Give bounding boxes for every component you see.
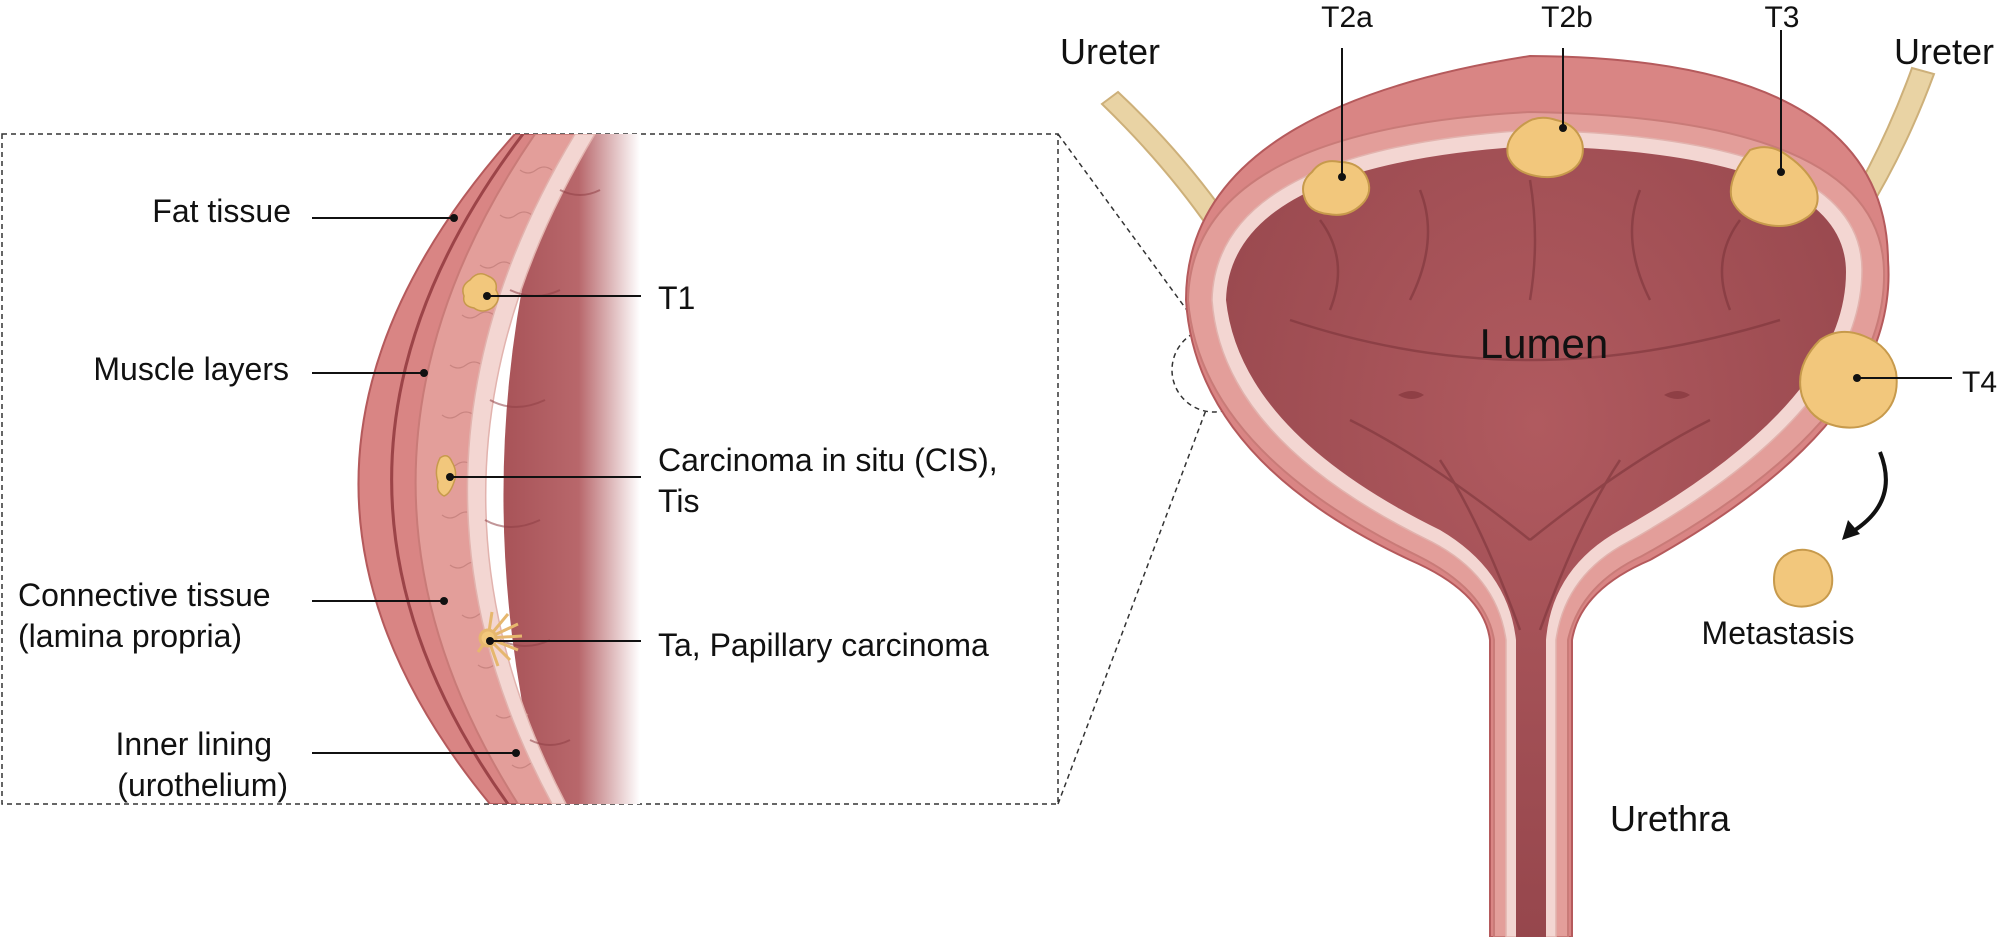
t2b-dot	[1559, 124, 1567, 132]
metastasis-arrowhead	[1842, 520, 1860, 540]
connective-tissue-dot	[440, 597, 448, 605]
t2b-tumor	[1506, 116, 1584, 179]
ureter-left-label: Ureter	[1060, 31, 1160, 72]
bladder: Ureter Ureter T2a T2b T3 T4 Lumen Metast…	[1060, 1, 1997, 937]
ureter-right-label: Ureter	[1894, 31, 1994, 72]
bladder-lumen	[1226, 146, 1846, 937]
t4-tumor	[1799, 330, 1898, 429]
metastasis-arrow	[1850, 451, 1888, 534]
inset-panel: Fat tissue Muscle layers Connective tiss…	[1, 133, 1059, 805]
inset-lumen	[503, 134, 640, 804]
urethra-label: Urethra	[1610, 798, 1731, 839]
t3-label: T3	[1764, 1, 1799, 34]
tis-label: Tis	[658, 483, 699, 519]
right-ureteric-orifice	[1664, 391, 1690, 399]
lumen-folds	[1289, 179, 1781, 631]
fat-tissue-dot	[450, 214, 458, 222]
inset-serosa-line	[390, 134, 525, 804]
ta-label: Ta, Papillary carcinoma	[658, 627, 989, 663]
lumen-label: Lumen	[1480, 320, 1608, 367]
metastasis-label: Metastasis	[1702, 615, 1855, 651]
lamina-propria-label: (lamina propria)	[18, 618, 242, 654]
urothelium-label: (urothelium)	[117, 767, 288, 803]
t2a-label: T2a	[1321, 1, 1373, 34]
inner-lining-label: Inner lining	[115, 726, 272, 762]
metastasis-tumor	[1772, 548, 1834, 608]
muscle-layers-dot	[420, 369, 428, 377]
t3-tumor	[1729, 146, 1819, 227]
muscle-layers-label: Muscle layers	[93, 351, 289, 387]
t1-dot	[483, 292, 491, 300]
cis-dot	[446, 473, 454, 481]
t3-dot	[1777, 168, 1785, 176]
zoom-line-top	[1057, 133, 1201, 329]
t1-tumor	[462, 273, 499, 312]
t2a-tumor	[1302, 160, 1371, 216]
connective-tissue-label: Connective tissue	[18, 577, 271, 613]
left-ureteric-orifice	[1398, 391, 1424, 399]
inner-lining-dot	[512, 749, 520, 757]
t4-label: T4	[1962, 366, 1997, 399]
ta-dot	[486, 637, 494, 645]
t2b-label: T2b	[1541, 1, 1593, 34]
papillary-tumor	[476, 611, 523, 667]
fat-tissue-label: Fat tissue	[152, 193, 291, 229]
t2a-dot	[1338, 173, 1346, 181]
zoom-line-bottom	[1057, 409, 1207, 805]
t1-label: T1	[658, 280, 695, 316]
cis-tumor	[435, 455, 457, 497]
cis-label: Carcinoma in situ (CIS),	[658, 442, 998, 478]
wall-cross-section	[357, 134, 640, 804]
t4-dot	[1853, 374, 1861, 382]
